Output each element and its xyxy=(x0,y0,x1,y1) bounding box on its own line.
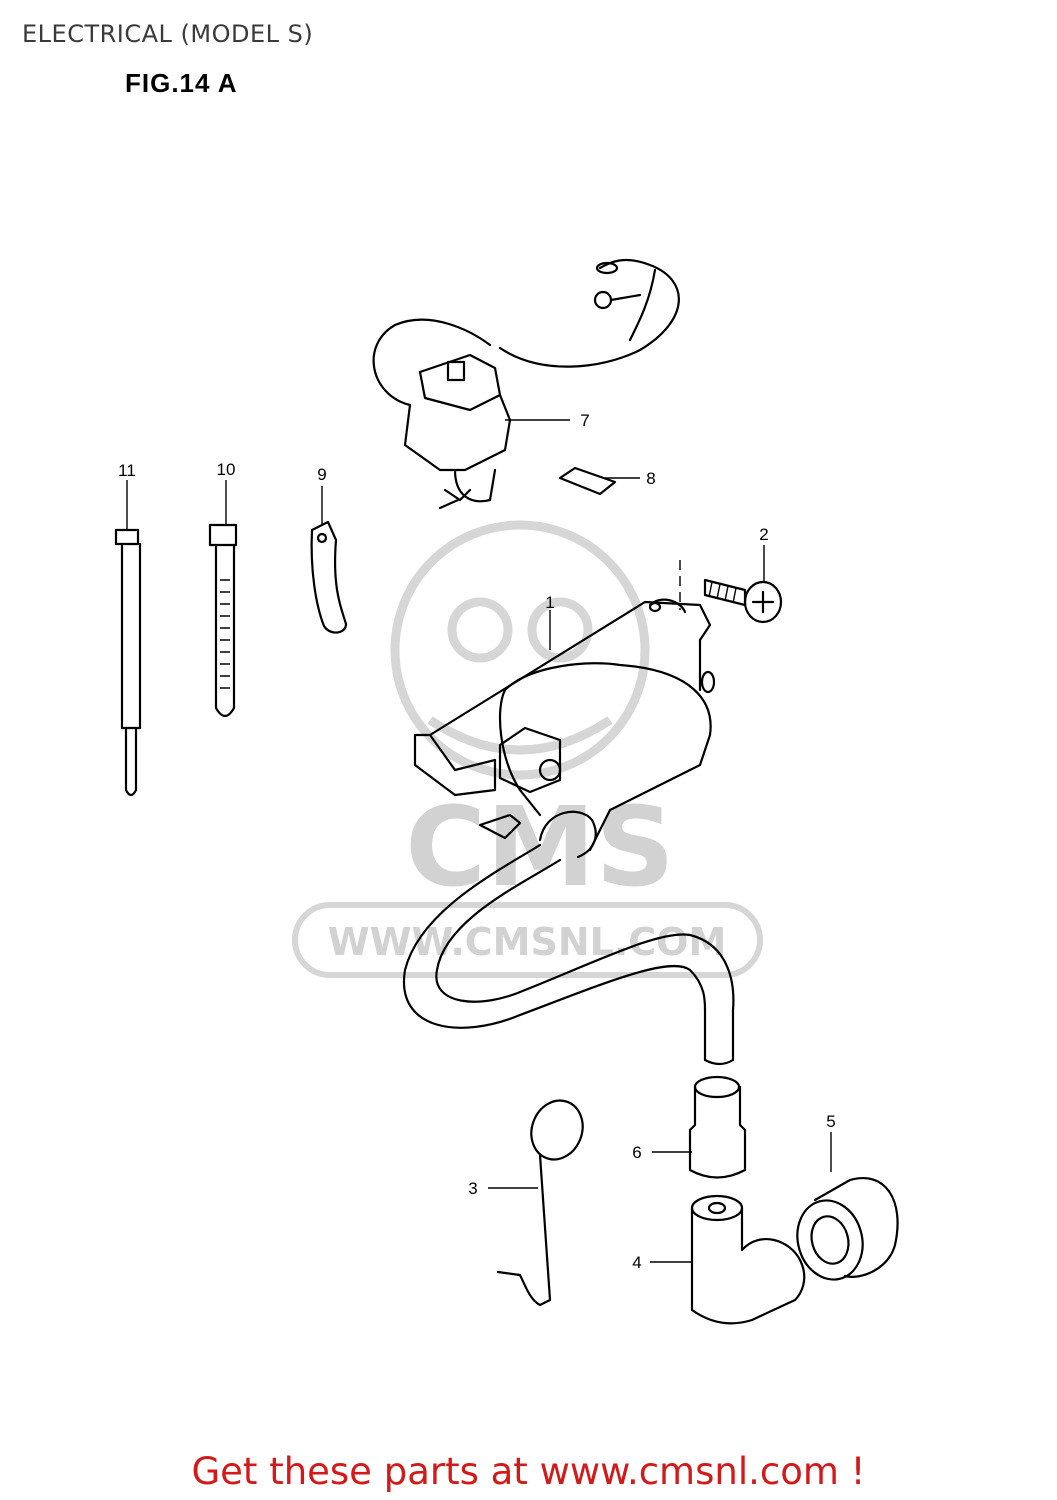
callout-2: 2 xyxy=(759,525,768,544)
callout-9: 9 xyxy=(317,465,326,484)
part-1-ignition-coil xyxy=(402,598,735,1066)
callout-6: 6 xyxy=(632,1143,641,1162)
watermark-url: WWW.CMSNL.COM xyxy=(328,920,727,964)
callout-5: 5 xyxy=(826,1112,835,1131)
callout-11: 11 xyxy=(118,461,136,480)
part-9-band xyxy=(310,520,348,634)
part-11-cable-tie xyxy=(114,528,142,797)
callout-10: 10 xyxy=(217,460,236,479)
part-4-plug-cap xyxy=(690,1194,806,1325)
part-2-screw xyxy=(679,560,783,624)
part-5-boot xyxy=(796,1177,899,1281)
part-10-cable-tie xyxy=(208,523,238,718)
callout-8: 8 xyxy=(646,469,655,488)
callout-7: 7 xyxy=(580,411,589,430)
watermark-mascot xyxy=(390,520,650,780)
figure-label: FIG.14 A xyxy=(125,68,238,98)
part-6-sleeve xyxy=(688,1075,747,1179)
part-7-stop-switch xyxy=(372,258,680,510)
watermark-logo: CMS xyxy=(405,783,674,911)
callouts: 1 2 3 4 5 6 7 8 9 10 11 xyxy=(118,411,836,1272)
part-8-label xyxy=(558,466,617,496)
page-title: ELECTRICAL (MODEL S) xyxy=(22,20,314,48)
watermark-banner xyxy=(292,902,763,978)
footer-link[interactable]: Get these parts at www.cmsnl.com ! xyxy=(191,1450,866,1493)
callout-3: 3 xyxy=(468,1179,477,1198)
leader-lines xyxy=(126,419,832,1263)
watermark: CMS WWW.CMSNL.COM xyxy=(292,520,763,978)
callout-1: 1 xyxy=(545,593,554,612)
part-3-clip xyxy=(496,1099,584,1307)
callout-4: 4 xyxy=(632,1253,641,1272)
